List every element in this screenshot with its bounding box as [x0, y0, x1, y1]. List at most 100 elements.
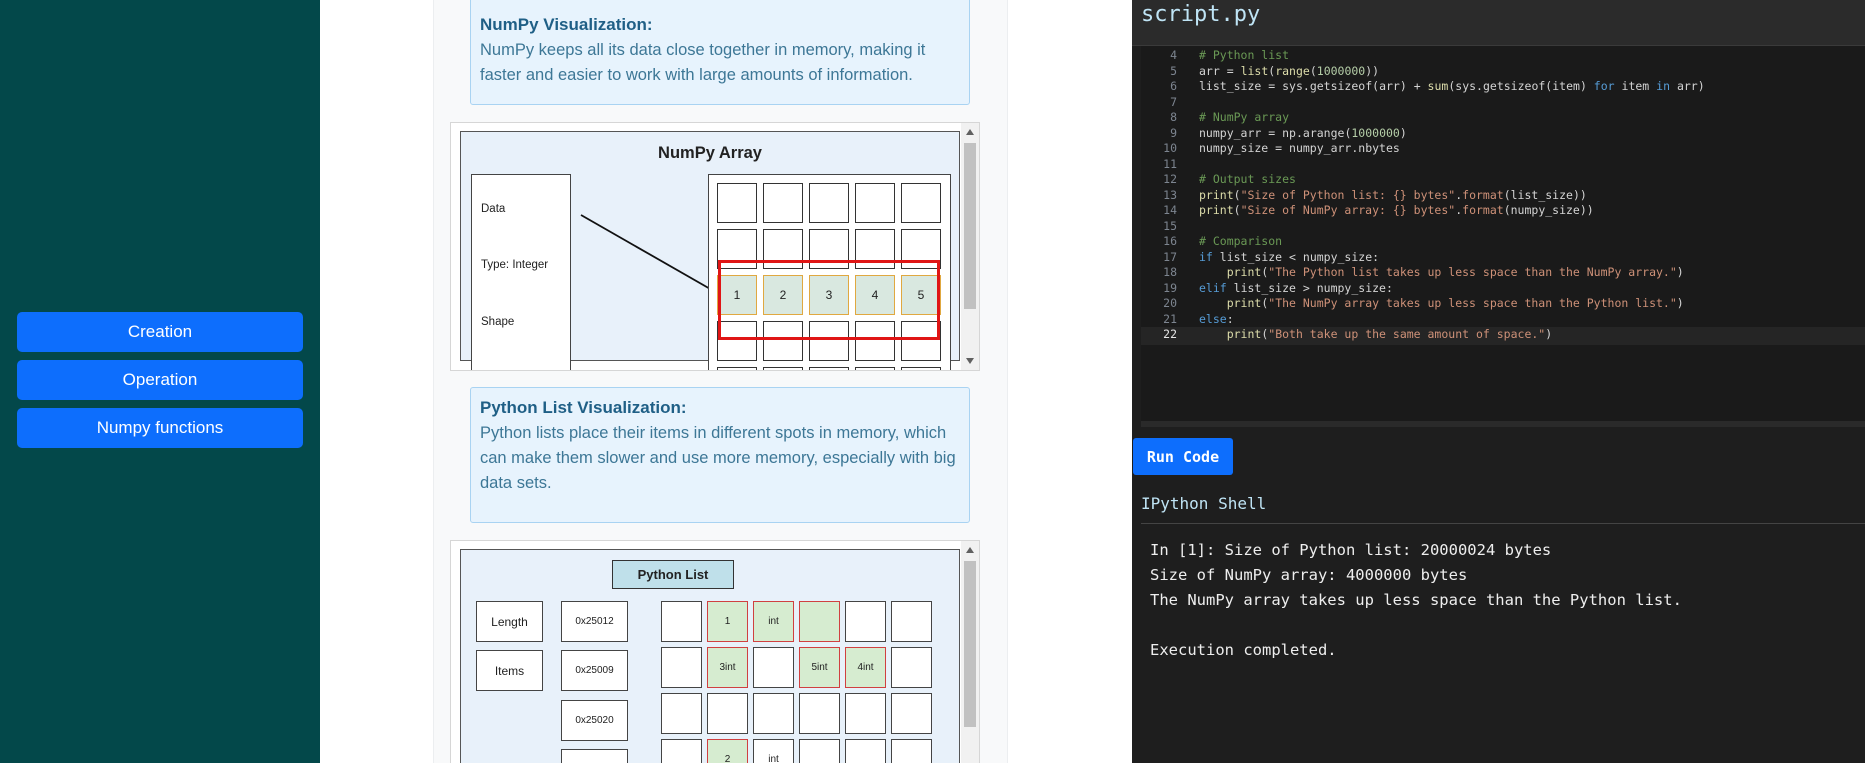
grid-cell	[717, 183, 757, 223]
scroll-down-icon[interactable]	[966, 358, 974, 364]
line-number: 21	[1163, 311, 1177, 326]
line-number: 15	[1163, 218, 1177, 233]
meta-type-label: Type: Integer	[481, 259, 549, 271]
code-text: # NumPy array	[1199, 110, 1290, 124]
shell-output-line: Execution completed.	[1150, 641, 1337, 659]
line-number: 9	[1170, 125, 1177, 140]
grid-cell	[763, 321, 803, 361]
memory-cell	[799, 693, 840, 734]
grid-cell	[901, 367, 941, 370]
memory-cell	[891, 693, 932, 734]
array-element-1: 1	[717, 275, 757, 315]
memory-cell	[753, 647, 794, 688]
shell-output-line: The NumPy array takes up less space than…	[1150, 591, 1682, 609]
array-element-4: 4	[855, 275, 895, 315]
python-list-diagram: Python List Length Items 0x25012 0x25009…	[460, 549, 960, 763]
line-number: 10	[1163, 141, 1177, 155]
list-viz-scrollbar[interactable]	[961, 541, 979, 763]
memory-cell	[799, 601, 840, 642]
line-number: 7	[1170, 94, 1177, 109]
line-number: 16	[1163, 234, 1177, 248]
memory-cell	[799, 739, 840, 763]
file-header: script.py	[1132, 0, 1865, 46]
line-number: 8	[1170, 110, 1177, 124]
memory-cell	[845, 601, 886, 642]
memory-cell	[845, 739, 886, 763]
memory-cell	[661, 693, 702, 734]
line-number: 12	[1163, 172, 1177, 186]
meta-shape-label: Shape	[481, 316, 515, 328]
address-box: 0x25020	[561, 700, 628, 741]
run-code-button[interactable]: Run Code	[1133, 438, 1233, 475]
line-number: 11	[1163, 156, 1177, 171]
code-line[interactable]: 12 # Output sizes	[1141, 172, 1865, 190]
content-area: NumPy Visualization: NumPy keeps all its…	[320, 0, 1132, 763]
code-line[interactable]: 16# Comparison	[1141, 234, 1865, 252]
list-visualization-frame[interactable]: Python List Length Items 0x25012 0x25009…	[450, 540, 980, 763]
line-number: 14	[1163, 203, 1177, 217]
address-box: 0x25009	[561, 650, 628, 691]
code-text: print("Size of NumPy array: {} bytes".fo…	[1199, 203, 1594, 217]
code-line[interactable]: 10 numpy_size = numpy_arr.nbytes	[1141, 141, 1865, 159]
numpy-memory-grid: 1 2 3 4 5	[708, 174, 951, 370]
code-text: # Output sizes	[1199, 172, 1296, 186]
code-line[interactable]: 18 print("The Python list takes up less …	[1141, 265, 1865, 283]
scroll-thumb[interactable]	[964, 143, 976, 309]
code-line[interactable]: 14 print("Size of NumPy array: {} bytes".…	[1141, 203, 1865, 221]
creation-button[interactable]: Creation	[17, 312, 303, 352]
memory-cell: 3int	[707, 647, 748, 688]
shell-title: IPython Shell	[1141, 494, 1267, 513]
line-number: 19	[1163, 280, 1177, 295]
code-line[interactable]: 20 print("The NumPy array takes up less …	[1141, 296, 1865, 314]
code-text: print("Size of Python list: {} bytes".fo…	[1199, 187, 1587, 202]
code-text: if list_size < numpy_size:	[1199, 249, 1380, 264]
list-info-text: Python lists place their items in differ…	[480, 424, 956, 492]
grid-cell	[809, 183, 849, 223]
numpy-visualization-frame[interactable]: NumPy Array Data Type: Integer Shape	[450, 122, 980, 371]
grid-cell	[901, 321, 941, 361]
memory-cell: 5int	[799, 647, 840, 688]
numpy-info-text: NumPy keeps all its data close together …	[480, 41, 926, 84]
memory-cell: int	[753, 739, 794, 763]
memory-cell	[845, 693, 886, 734]
code-line[interactable]: 7	[1141, 95, 1865, 113]
grid-cell	[855, 367, 895, 370]
operation-button[interactable]: Operation	[17, 360, 303, 400]
array-element-3: 3	[809, 275, 849, 315]
editor-scrollbar[interactable]	[1141, 421, 1865, 427]
code-line[interactable]: 8 # NumPy array	[1141, 110, 1865, 128]
shell-output-line: In [1]: Size of Python list: 20000024 by…	[1150, 541, 1552, 559]
memory-cell	[661, 601, 702, 642]
shell-divider	[1141, 523, 1865, 524]
numpy-viz-scrollbar[interactable]	[961, 123, 979, 370]
numpy-array-title: NumPy Array	[658, 144, 762, 162]
numpy-array-diagram: NumPy Array Data Type: Integer Shape	[460, 131, 960, 370]
python-list-title: Python List	[612, 560, 734, 589]
address-box	[561, 749, 628, 763]
code-text: numpy_size = numpy_arr.nbytes	[1199, 141, 1400, 155]
memory-cell	[707, 693, 748, 734]
memory-cell: 2	[707, 739, 748, 763]
numpy-functions-button[interactable]: Numpy functions	[17, 408, 303, 448]
code-line[interactable]: 11	[1141, 157, 1865, 175]
shell-output[interactable]: In [1]: Size of Python list: 20000024 by…	[1150, 541, 1682, 666]
code-line[interactable]: 4# Python list	[1141, 48, 1865, 66]
list-info-box: Python List Visualization: Python lists …	[470, 387, 970, 523]
scroll-up-icon[interactable]	[966, 547, 974, 553]
memory-cell	[891, 601, 932, 642]
grid-cell	[763, 183, 803, 223]
scroll-up-icon[interactable]	[966, 129, 974, 135]
code-line[interactable]: 15	[1141, 219, 1865, 237]
code-line[interactable]: 22 print("Both take up the same amount o…	[1141, 327, 1865, 345]
memory-cell: 4int	[845, 647, 886, 688]
scroll-thumb[interactable]	[964, 561, 976, 727]
